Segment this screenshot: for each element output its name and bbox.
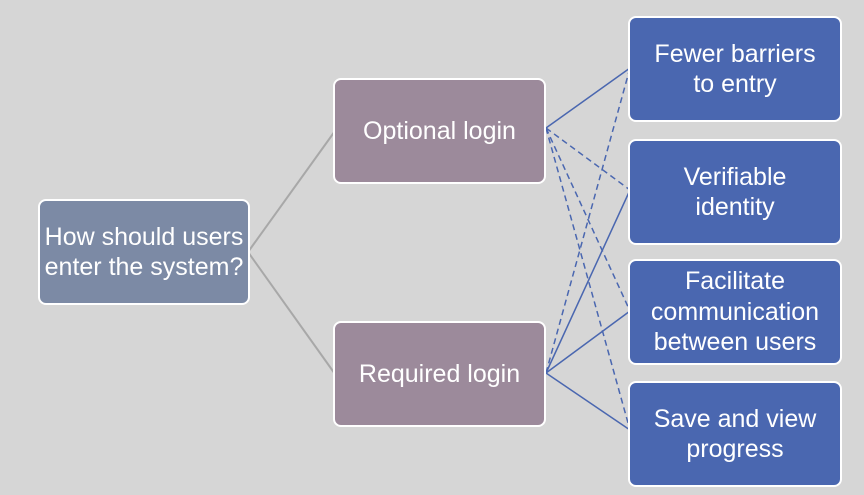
question-node: How should users enter the system? bbox=[38, 199, 250, 305]
outcome-node-barriers: Fewer barriers to entry bbox=[628, 16, 842, 122]
outcome-text-barriers: Fewer barriers to entry bbox=[654, 39, 816, 99]
link-optional-identity bbox=[545, 127, 631, 191]
outcome-text-progress: Save and view progress bbox=[653, 404, 817, 464]
outcome-node-communication: Facilitate communication between users bbox=[628, 259, 842, 365]
outcome-text-communication: Facilitate communication between users bbox=[650, 267, 820, 357]
option-node-required: Required login bbox=[333, 321, 546, 427]
link-required-identity bbox=[545, 189, 631, 374]
link-required-progress bbox=[545, 372, 631, 431]
link-optional-progress bbox=[545, 127, 631, 431]
link-required-barriers bbox=[545, 67, 631, 374]
outcome-node-progress: Save and view progress bbox=[628, 381, 842, 487]
outcome-node-identity: Verifiable identity bbox=[628, 139, 842, 245]
link-lines bbox=[545, 67, 631, 431]
link-optional-communication bbox=[545, 127, 631, 312]
link-optional-barriers bbox=[545, 67, 631, 129]
tree-line-required bbox=[247, 251, 336, 375]
tree-line-optional bbox=[247, 130, 336, 253]
link-required-communication bbox=[545, 310, 631, 374]
outcome-text-identity: Verifiable identity bbox=[683, 162, 787, 222]
question-text: How should users enter the system? bbox=[44, 222, 244, 282]
option-node-optional: Optional login bbox=[333, 78, 546, 184]
option-text-required: Required login bbox=[358, 359, 521, 388]
option-text-optional: Optional login bbox=[363, 116, 516, 145]
